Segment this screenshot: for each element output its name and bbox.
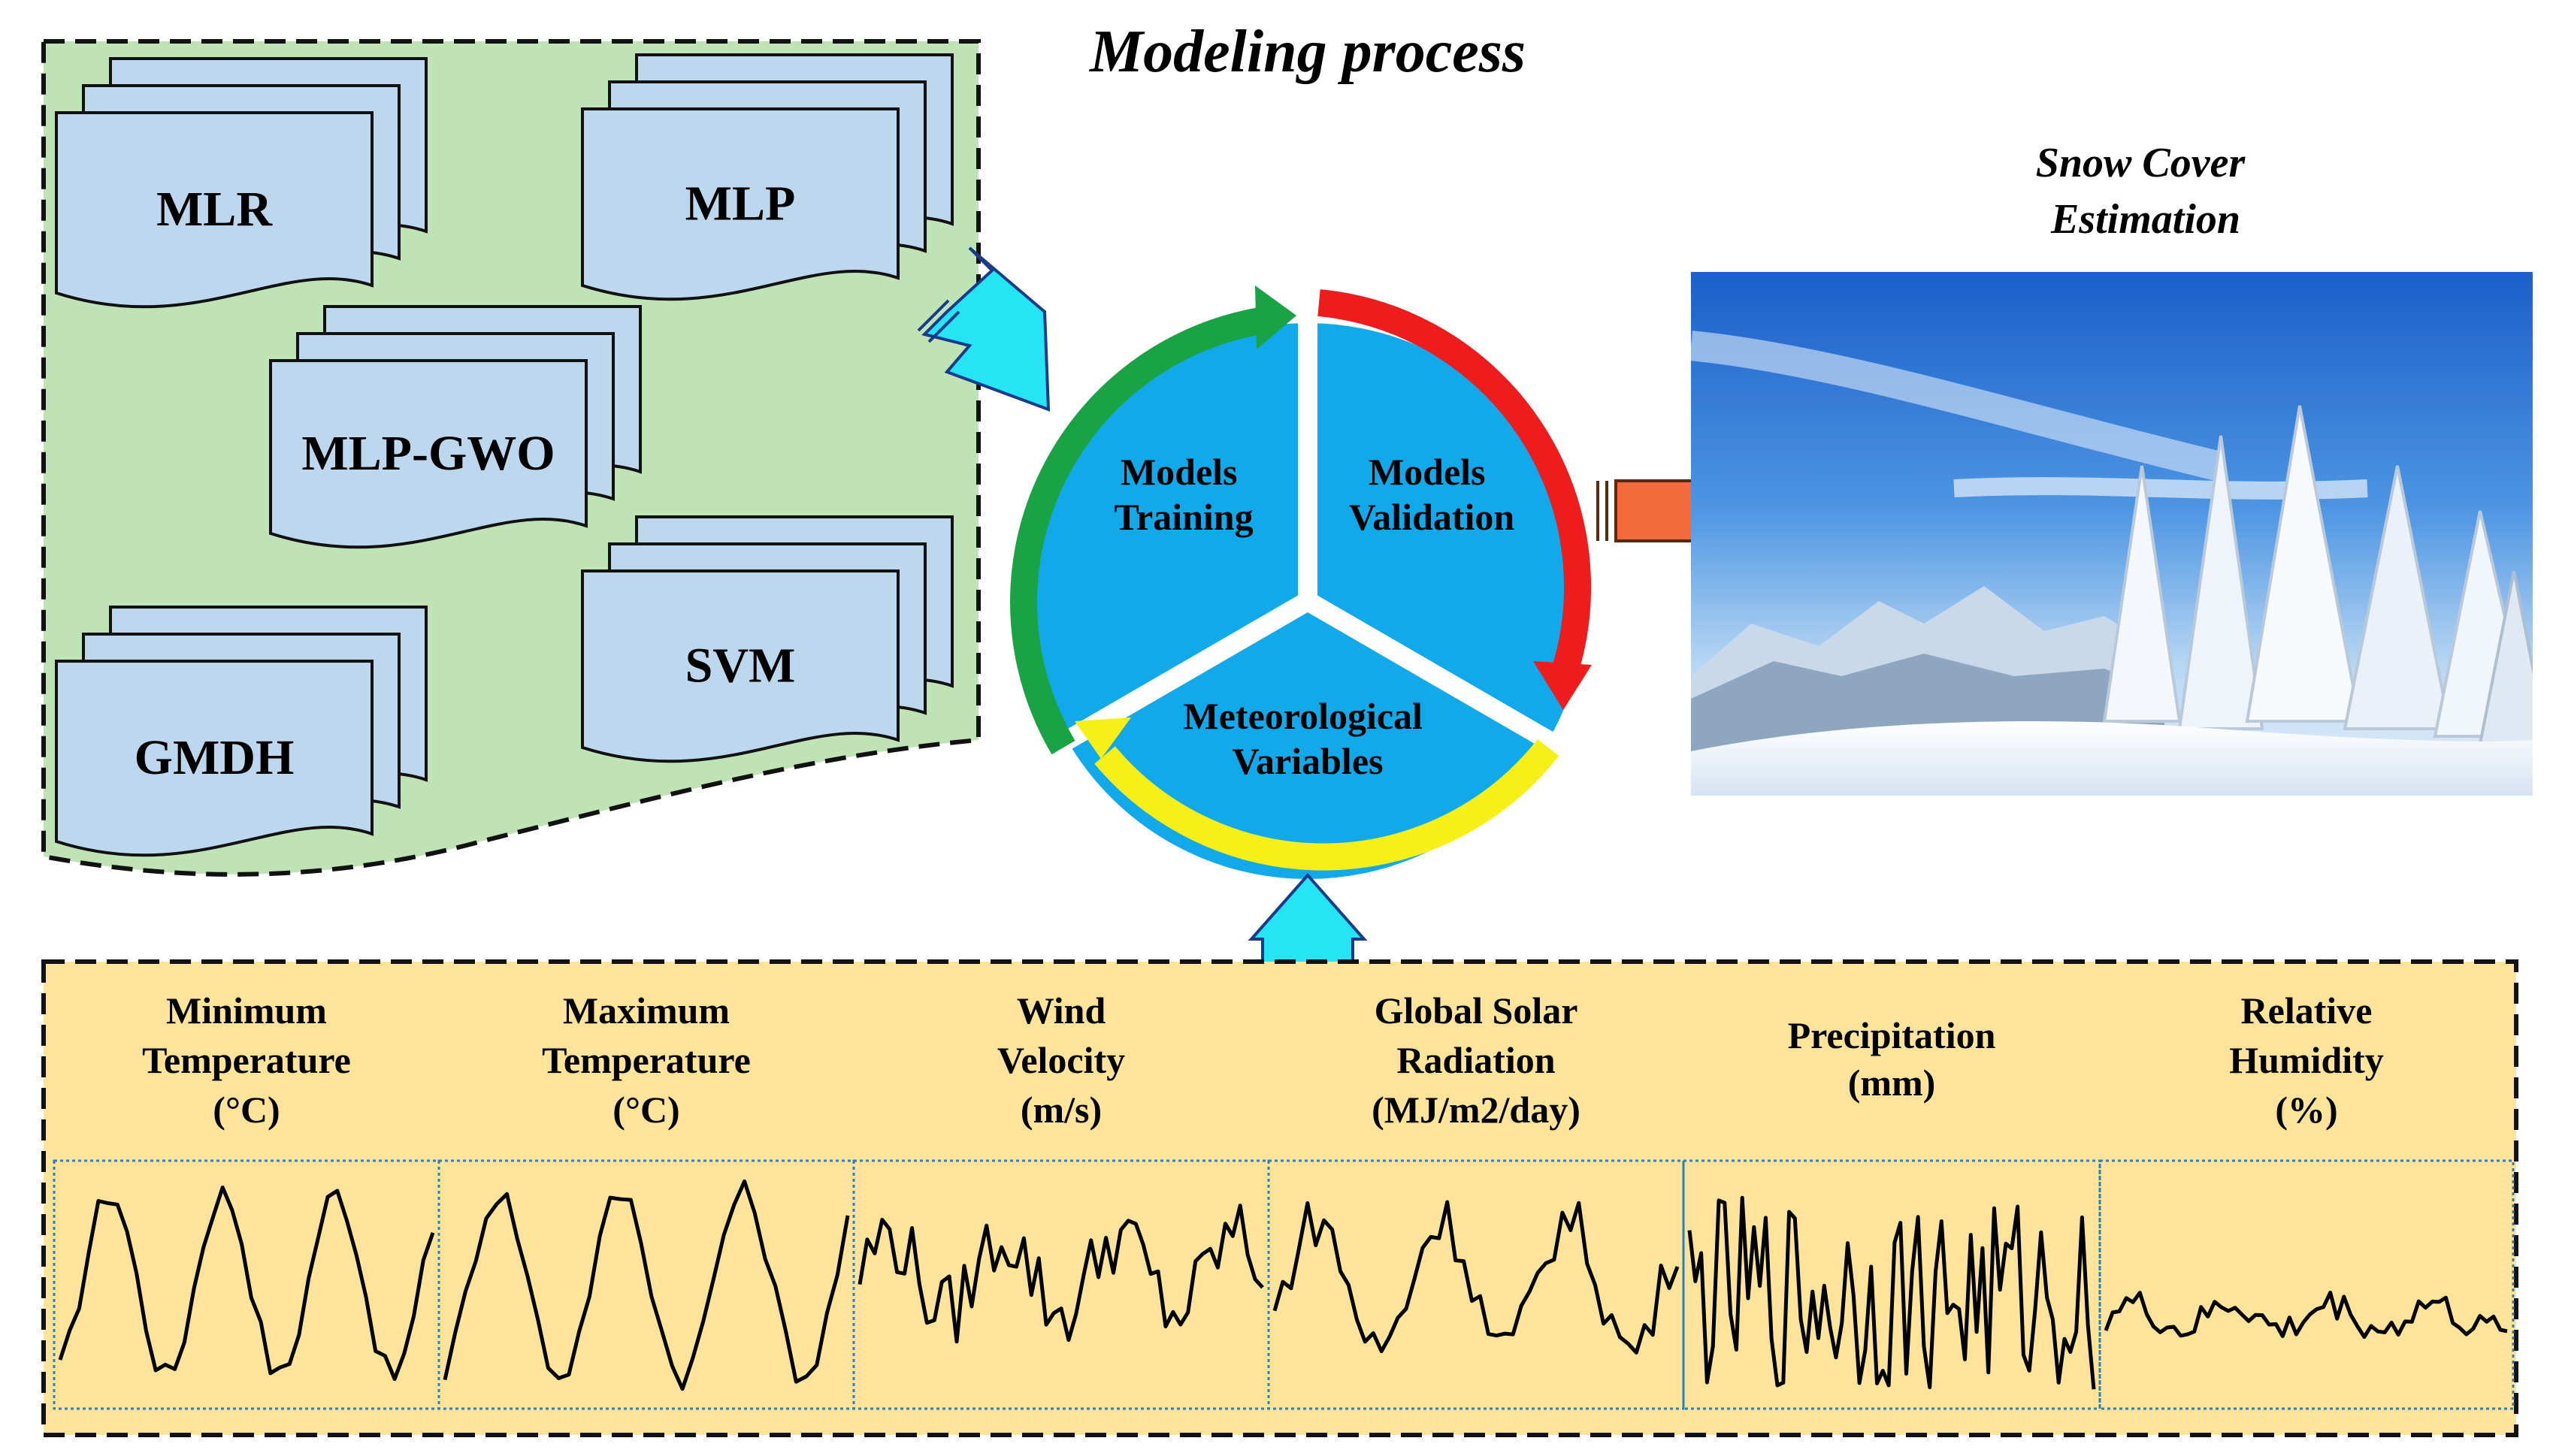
variable-label-line1: Precipitation xyxy=(1788,1014,1996,1056)
model-doc-mlp-gwo: MLP-GWO xyxy=(269,305,642,549)
svg-text:Meteorological Variables: Meteorological Variables xyxy=(1184,695,1432,782)
doc-sheet xyxy=(581,107,900,301)
model-doc-mlr: MLR xyxy=(55,57,428,309)
validation-label-1: Models xyxy=(1369,451,1486,493)
variable-label-line1: Wind xyxy=(1017,989,1106,1032)
variable-label-line2: (mm) xyxy=(1848,1062,1936,1104)
variable-label-line2: Radiation xyxy=(1396,1039,1555,1081)
training-label-1: Models xyxy=(1121,451,1238,493)
variable-label-line2: Velocity xyxy=(997,1039,1125,1081)
variable-label-line3: (%) xyxy=(2275,1089,2337,1131)
variable-label-line1: Maximum xyxy=(563,989,730,1032)
series-line xyxy=(858,1204,1264,1344)
series-line xyxy=(1687,1195,2096,1390)
series-box xyxy=(852,1159,1270,1410)
training-label-2: Training xyxy=(1114,496,1253,538)
series-line xyxy=(2104,1291,2508,1340)
series-line xyxy=(443,1179,850,1391)
snowy-winter-landscape-photo xyxy=(1691,272,2533,796)
doc-sheet xyxy=(581,569,900,763)
variable-label-line1: Relative xyxy=(2241,989,2373,1032)
model-doc-gmdh: GMDH xyxy=(55,606,428,857)
svg-text:Snow Cover Estimation: Snow Cover Estimation xyxy=(2036,140,2256,243)
meteo-label-2: Variables xyxy=(1233,740,1384,782)
variable-label-line2: Temperature xyxy=(142,1039,351,1081)
variable-label-line2: Humidity xyxy=(2229,1039,2384,1081)
validation-label-2: Validation xyxy=(1349,496,1515,538)
doc-sheet xyxy=(55,660,374,857)
model-label: MLR xyxy=(156,182,273,237)
svg-text:Models Validation: Models Validation xyxy=(1349,451,1515,538)
variable-label-line3: (m/s) xyxy=(1021,1089,1102,1131)
model-label: SVM xyxy=(685,639,796,693)
training-arc xyxy=(1010,306,1272,755)
model-label: MLP xyxy=(685,177,796,231)
variables-panel xyxy=(41,959,2518,1437)
model-label: MLP-GWO xyxy=(301,426,555,481)
variable-label-line3: (°C) xyxy=(213,1089,280,1131)
output-label-2: Estimation xyxy=(2050,196,2240,243)
meteo-arc xyxy=(1094,739,1559,871)
page-title: Modeling process xyxy=(1088,19,1526,85)
variable-5: Precipitation (mm) xyxy=(1682,1014,2101,1410)
model-doc-svm: SVM xyxy=(581,515,954,763)
model-doc-mlp: MLP xyxy=(581,53,954,301)
process-cycle: Models Training Models Validation Meteor… xyxy=(1010,285,1592,879)
model-label: GMDH xyxy=(135,730,295,785)
series-box xyxy=(2098,1159,2515,1410)
series-box xyxy=(53,1159,440,1410)
series-line xyxy=(1272,1200,1680,1355)
series-line xyxy=(58,1186,435,1382)
series-box xyxy=(437,1159,855,1410)
series-box xyxy=(1267,1159,1685,1410)
variable-label-line1: Global Solar xyxy=(1375,989,1578,1032)
arrow-models-to-cycle xyxy=(917,246,1051,412)
variable-label-line2: Temperature xyxy=(542,1039,751,1081)
training-arrowhead xyxy=(1255,285,1296,349)
variable-label-line3: (MJ/m2/day) xyxy=(1372,1089,1580,1131)
doc-sheet xyxy=(269,359,588,549)
doc-sheet xyxy=(55,111,374,309)
validation-arrowhead xyxy=(1533,661,1592,710)
output-label-1: Snow Cover xyxy=(2036,140,2246,186)
validation-arc xyxy=(1317,289,1591,681)
variable-label-line1: Minimum xyxy=(166,989,327,1032)
svg-text:Models Training: Models Training xyxy=(1114,451,1253,538)
meteo-label-1: Meteorological xyxy=(1184,695,1423,737)
meteo-arrowhead xyxy=(1075,717,1131,759)
series-box xyxy=(1682,1159,2101,1410)
variable-label-line3: (°C) xyxy=(613,1089,679,1131)
